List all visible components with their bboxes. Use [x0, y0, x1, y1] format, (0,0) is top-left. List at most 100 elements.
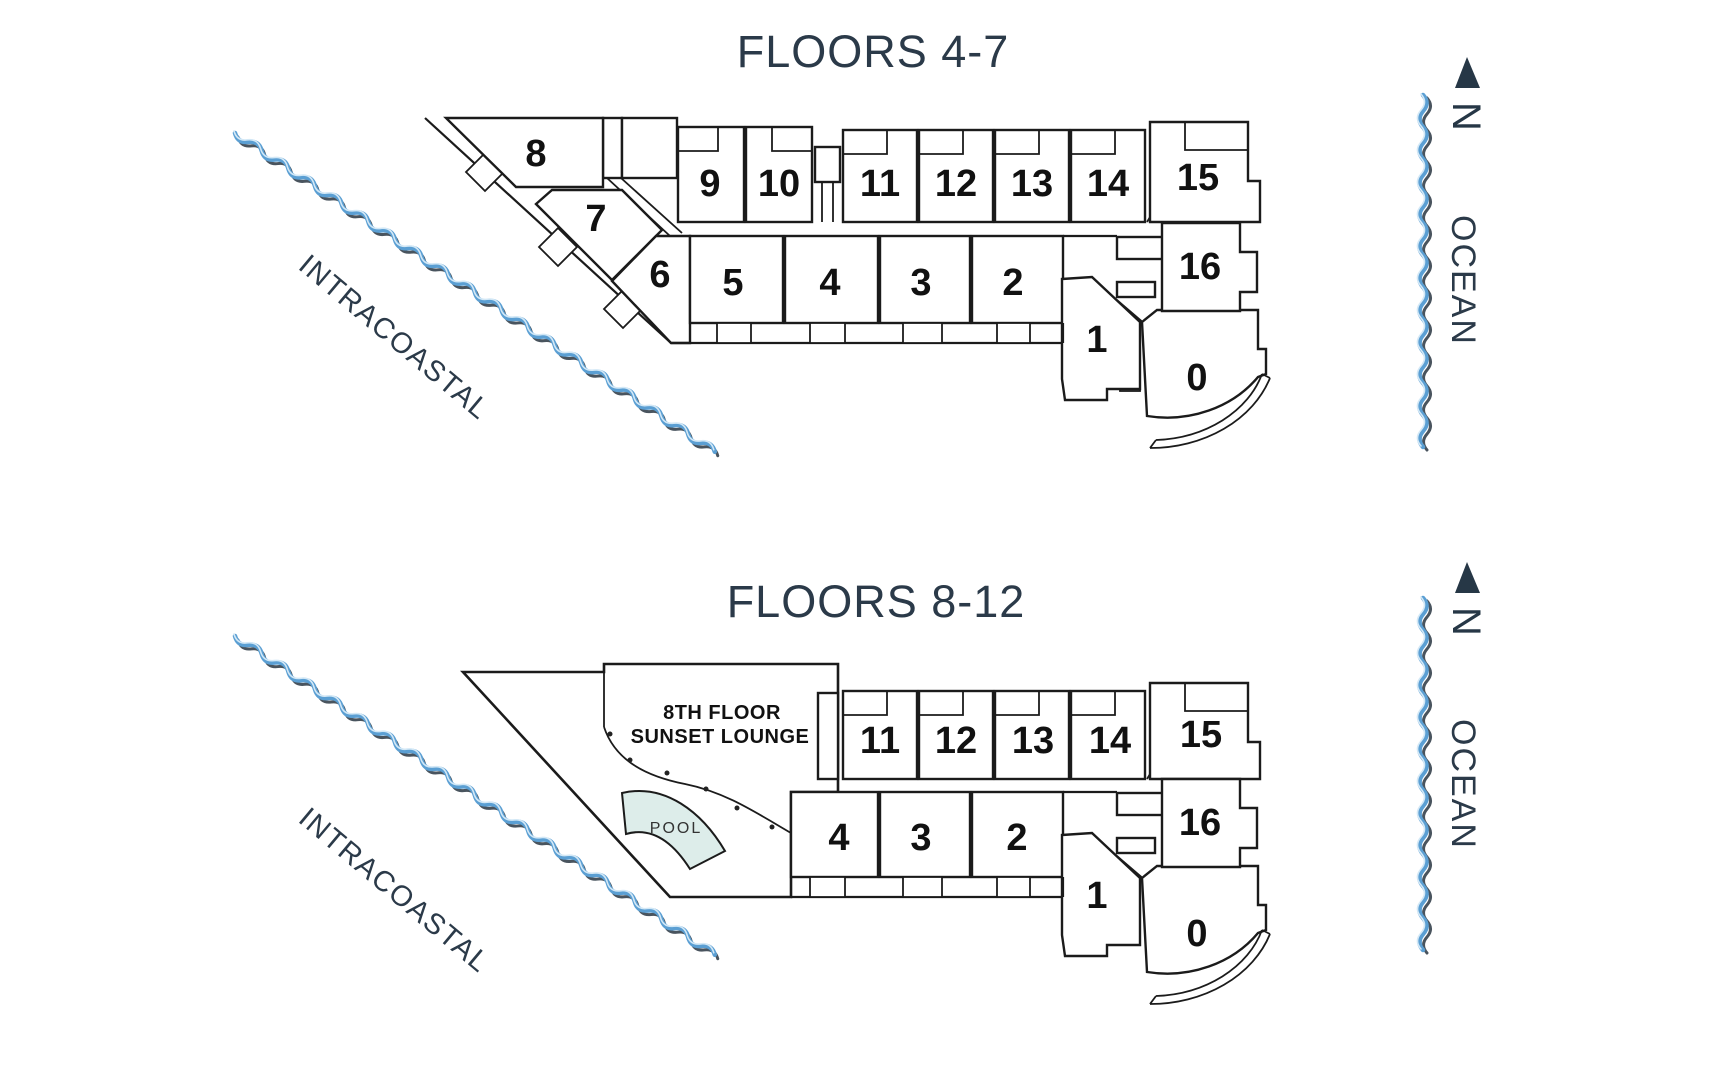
balcony-line: [1184, 683, 1248, 712]
unit-shape[interactable]: [993, 128, 1071, 224]
unit-label: 9: [699, 163, 720, 205]
core-connector: [813, 145, 842, 184]
plan1-unit-12[interactable]: 12: [917, 128, 995, 224]
unit-shape[interactable]: [443, 116, 605, 189]
unit-shape[interactable]: [1160, 777, 1259, 869]
plan2-unit-16[interactable]: 16: [1160, 777, 1259, 869]
balcony-step: [809, 876, 846, 898]
unit-shape[interactable]: [1060, 275, 1142, 402]
column-dot: [703, 786, 709, 792]
corridor-wall: [620, 177, 683, 234]
unit-shape[interactable]: [1148, 120, 1262, 224]
unit-shape[interactable]: [841, 128, 919, 224]
lounge-terrace-shell: [460, 662, 840, 899]
north-label: N: [1444, 607, 1488, 636]
plan1-unit-5[interactable]: 5: [688, 234, 785, 325]
unit-shape[interactable]: [789, 790, 880, 879]
unit-label: 11: [860, 163, 900, 205]
plan1-unit-8[interactable]: 8: [443, 116, 605, 189]
balcony-line: [1184, 122, 1248, 151]
plan2-unit-11[interactable]: 11: [841, 689, 919, 781]
unit-label: 3: [910, 262, 931, 304]
plan2-unit-2[interactable]: 2: [970, 790, 1065, 879]
unit-shape[interactable]: [1160, 221, 1259, 313]
unit-shape[interactable]: [688, 234, 785, 325]
plan2-title: FLOORS 8-12: [727, 576, 1026, 627]
unit-label: 0: [1186, 913, 1207, 955]
unit-shape[interactable]: [841, 689, 919, 781]
plan1-unit-1[interactable]: 1: [1060, 275, 1142, 402]
stair-core: [1115, 836, 1157, 855]
balcony-line: [919, 691, 964, 716]
plan2-unit-0[interactable]: 0: [1140, 864, 1268, 975]
ocean-label: OCEAN: [1444, 215, 1482, 346]
stair-core: [1115, 235, 1165, 261]
unit-shape[interactable]: [917, 128, 995, 224]
intracoastal-label: INTRACOASTAL: [293, 249, 496, 427]
unit-shape[interactable]: [1140, 864, 1268, 975]
lounge-label-line2: SUNSET LOUNGE: [631, 726, 810, 748]
plan1-unit-9[interactable]: 9: [676, 125, 746, 224]
north-arrow-icon: [1455, 562, 1480, 593]
unit-shape[interactable]: [993, 689, 1071, 781]
unit-shape[interactable]: [970, 234, 1065, 325]
plan-floors-4-7: FLOORS 4-7 8 7 6: [424, 26, 1271, 449]
unit-label: 3: [910, 817, 931, 859]
unit-shape[interactable]: [970, 790, 1065, 879]
unit-shape[interactable]: [1148, 681, 1262, 781]
unit-label: 16: [1179, 246, 1221, 288]
unit-shape[interactable]: [1140, 308, 1268, 419]
plan1-unit-3[interactable]: 3: [878, 234, 972, 325]
column-dot: [607, 731, 613, 737]
unit-label: 12: [935, 720, 977, 762]
unit-shape[interactable]: [783, 234, 880, 325]
curved-balcony: [1149, 929, 1271, 1005]
unit-shape[interactable]: [1069, 128, 1147, 224]
plan1-unit-2[interactable]: 2: [970, 234, 1065, 325]
plan2-unit-12[interactable]: 12: [917, 689, 995, 781]
plan2-unit-3[interactable]: 3: [878, 790, 972, 879]
unit-label: 12: [935, 163, 977, 205]
plan1-title: FLOORS 4-7: [737, 26, 1010, 77]
plan1-unit-10[interactable]: 10: [744, 125, 814, 224]
unit-label: 2: [1006, 817, 1027, 859]
balcony-line: [995, 691, 1040, 716]
plan1-unit-0[interactable]: 0: [1140, 308, 1268, 419]
north-label: N: [1444, 102, 1488, 131]
stair-core: [1115, 280, 1157, 299]
unit-shape[interactable]: [1069, 689, 1147, 781]
unit-shape[interactable]: [1060, 831, 1142, 958]
plan1-unit-16[interactable]: 16: [1160, 221, 1259, 313]
plan2-unit-13[interactable]: 13: [993, 689, 1071, 781]
plan2-unit-1[interactable]: 1: [1060, 831, 1142, 958]
plan1-unit-15[interactable]: 15: [1148, 120, 1262, 224]
plan1-unit-14[interactable]: 14: [1069, 128, 1147, 224]
unit-label: 1: [1086, 319, 1107, 361]
pool-shape[interactable]: [620, 790, 727, 871]
column-dot: [734, 805, 740, 811]
pool[interactable]: POOL: [620, 790, 727, 871]
lounge-curved-wall: [603, 726, 792, 834]
corridor-wall: [821, 182, 834, 222]
core-connector: [816, 691, 840, 781]
balcony-line: [995, 130, 1040, 155]
plan1-unit-13[interactable]: 13: [993, 128, 1071, 224]
plan2-unit-15[interactable]: 15: [1148, 681, 1262, 781]
lounge-label-line1: 8TH FLOOR: [663, 702, 781, 724]
core-shaft: [601, 116, 624, 180]
balcony-diamond: [537, 226, 579, 268]
plan1-unit-11[interactable]: 11: [841, 128, 919, 224]
plan2-unit-14[interactable]: 14: [1069, 689, 1147, 781]
unit-label: 16: [1179, 802, 1221, 844]
unit-shape[interactable]: [878, 790, 972, 879]
unit-shape[interactable]: [917, 689, 995, 781]
plan2-unit-4[interactable]: 4: [789, 790, 880, 879]
balcony-step: [996, 322, 1031, 344]
unit-shape[interactable]: [744, 125, 814, 224]
plan1-unit-4[interactable]: 4: [783, 234, 880, 325]
core-shaft: [620, 116, 679, 180]
unit-shape[interactable]: [878, 234, 972, 325]
unit-shape[interactable]: [676, 125, 746, 224]
unit-label: 15: [1180, 714, 1222, 756]
plan-floors-8-12: FLOORS 8-12 8TH FLOOR SUNSET LOUNGE POOL…: [460, 576, 1271, 1005]
